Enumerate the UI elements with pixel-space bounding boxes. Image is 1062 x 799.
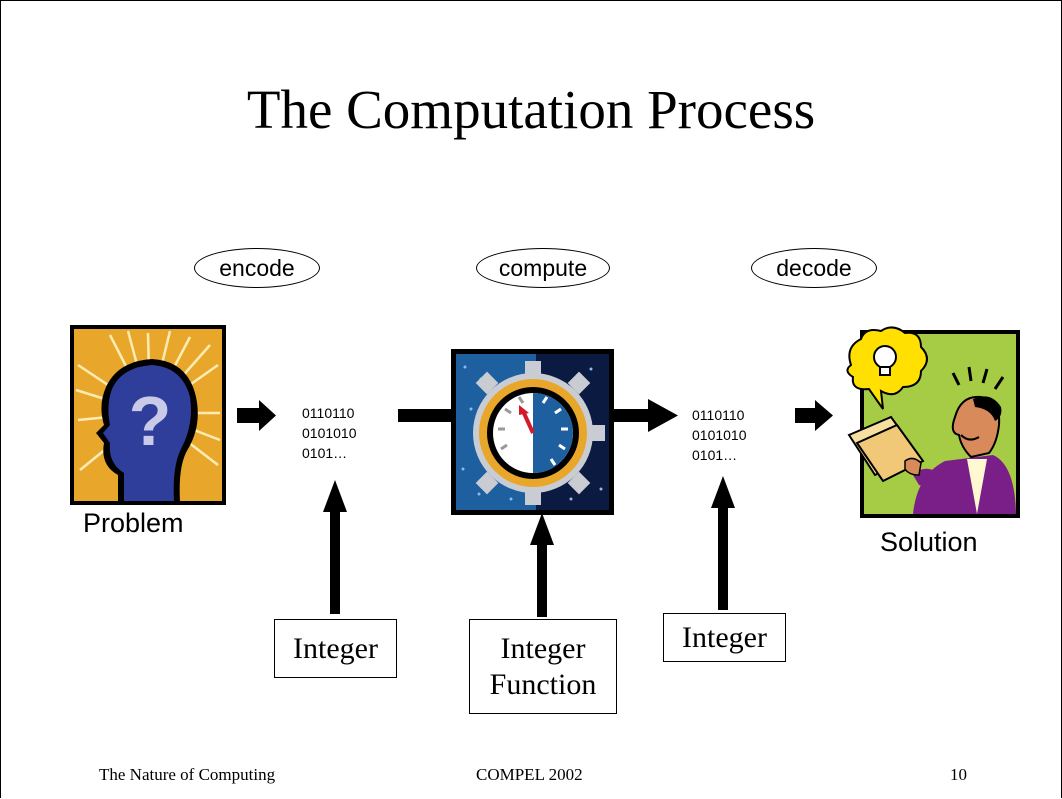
footer-course: The Nature of Computing: [99, 765, 276, 784]
decode-label: decode: [751, 248, 877, 288]
integer-function-line1: Integer: [500, 631, 586, 665]
line-bits-to-compute: [398, 409, 452, 422]
problem-label: Problem: [83, 508, 184, 538]
integer-box-left: Integer: [274, 619, 397, 678]
arrow-compute-to-bits: [612, 399, 678, 432]
integer-box-right-label: Integer: [682, 620, 767, 654]
slide-title: The Computation Process: [246, 79, 816, 140]
bits-line: 0110110: [302, 405, 355, 421]
arrow-integer-function-up: [530, 513, 554, 617]
person-idea-icon: [846, 326, 1020, 518]
integer-box-right: Integer: [663, 613, 786, 662]
bits-line: 0101010: [692, 427, 747, 443]
bits-line: 0101010: [302, 425, 357, 441]
gear-clock-icon: [451, 349, 614, 515]
arrow-integer-left-up: [323, 480, 347, 614]
encode-label: encode: [194, 248, 320, 288]
arrow-bits-to-solution: [795, 400, 833, 431]
bits-line: 0110110: [692, 407, 745, 423]
head-question-mark-icon: ?: [70, 325, 226, 505]
bits-line: 0101…: [302, 445, 348, 461]
bits-line: 0101…: [692, 447, 738, 463]
integer-function-line2: Function: [489, 667, 597, 701]
arrow-integer-right-up: [711, 476, 735, 610]
footer-event: COMPEL 2002: [476, 765, 583, 784]
arrow-problem-to-bits: [237, 400, 276, 431]
solution-label: Solution: [880, 527, 978, 557]
footer-page-number: 10: [950, 765, 967, 784]
binary-data-left: 0110110 0101010 0101…: [302, 403, 357, 463]
integer-function-box: Integer Function: [469, 619, 617, 714]
svg-text:?: ?: [129, 382, 172, 460]
compute-label: compute: [476, 248, 610, 288]
binary-data-right: 0110110 0101010 0101…: [692, 405, 747, 465]
integer-box-left-label: Integer: [293, 631, 378, 665]
